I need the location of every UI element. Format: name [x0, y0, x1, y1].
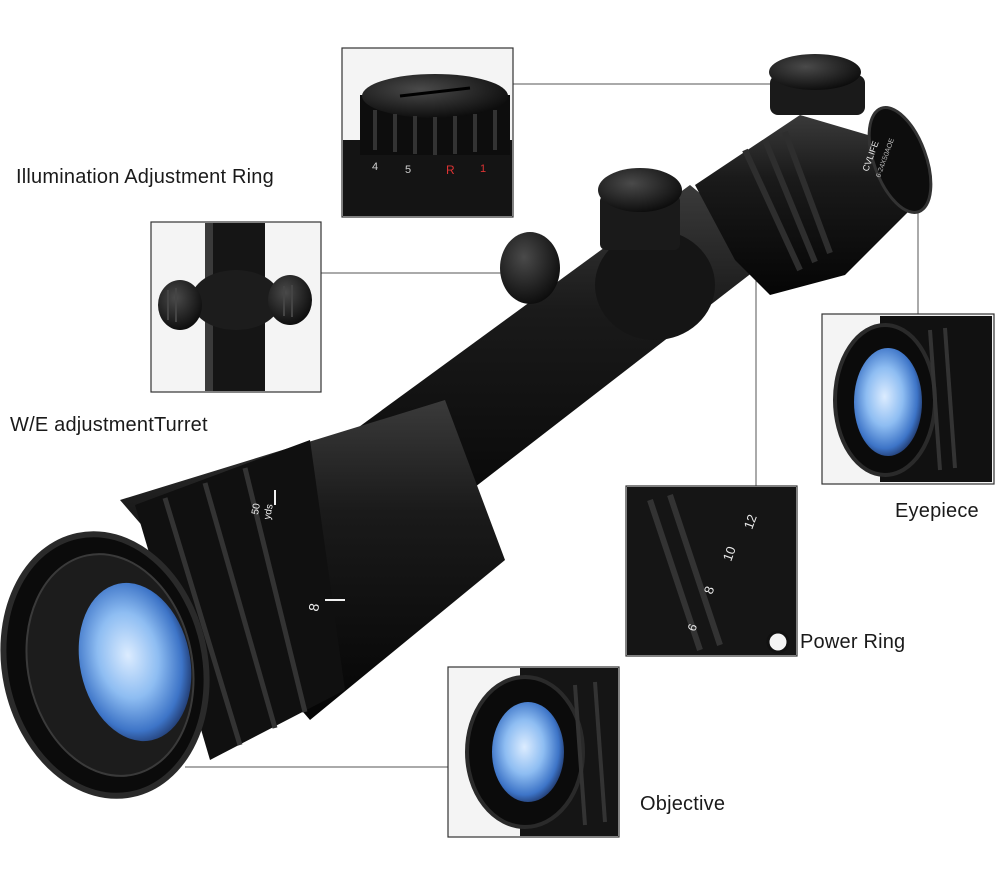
detail-illumination: 4 5 R 1	[341, 47, 514, 218]
power-ring-ribs	[742, 130, 833, 272]
ao-ring-ribs	[162, 467, 308, 746]
elevation-turret-cap	[598, 168, 682, 212]
label-power-ring: Power Ring	[800, 631, 906, 653]
power-mark-10: 10	[720, 544, 739, 563]
parallax-mark-yds: yds	[262, 503, 276, 520]
label-eyepiece: Eyepiece	[895, 500, 979, 522]
power-mark-12: 12	[741, 512, 760, 531]
power-mark-6: 6	[685, 622, 701, 633]
windage-turret	[500, 232, 560, 304]
detail-power-ring: 6 8 10 12	[625, 485, 798, 657]
illum-mark-5: 5	[405, 164, 411, 176]
parallax-mark-8: 8	[305, 602, 322, 613]
detail-objective	[447, 666, 620, 838]
illum-mark-4: 4	[372, 161, 378, 173]
objective-lens	[78, 582, 192, 742]
illum-mark-1: 1	[480, 163, 486, 175]
rifle-scope: CVLIFE 6-24X50AOE 8 yds 50	[0, 54, 933, 799]
power-mark-8: 8	[701, 584, 718, 596]
parallax-mark-50: 50	[250, 502, 263, 515]
turret-saddle	[595, 230, 715, 340]
eyepiece-end	[867, 106, 933, 214]
label-objective: Objective	[640, 793, 726, 815]
detail-turret	[150, 221, 322, 393]
illum-mark-r: R	[446, 163, 455, 177]
label-we-adjustment-turret: W/E adjustmentTurret	[10, 414, 208, 436]
detail-eyepiece	[821, 313, 995, 485]
illumination-knob-cap	[769, 54, 861, 90]
label-illumination-adjustment-ring: Illumination Adjustment Ring	[16, 166, 274, 188]
